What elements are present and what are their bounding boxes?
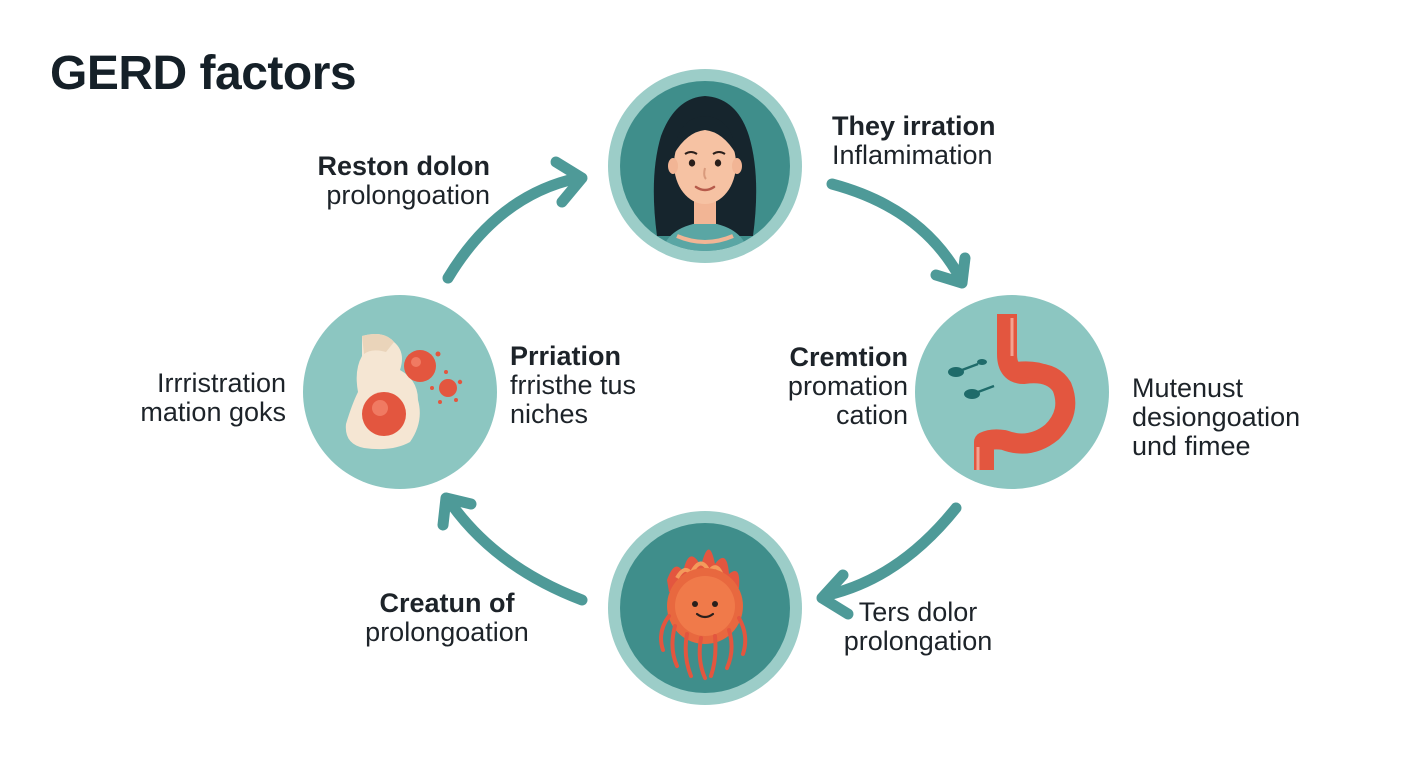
arrow-left-to-top-head [550, 156, 588, 208]
arrow-left-to-top [442, 172, 584, 284]
label-right-outer: Mutenust desiongoation und fimee [1132, 374, 1300, 461]
label-right-outer-line1: Mutenust [1132, 373, 1244, 403]
label-left-inner: Prriation frristhe tus niches [510, 342, 636, 429]
label-right-outer-line2: desiongoation [1132, 402, 1301, 432]
label-top-right-bold: They irration [832, 111, 996, 141]
label-left-outer: Irrristration mation goks [86, 369, 286, 427]
label-left-inner-line2: frristhe tus [510, 370, 637, 400]
label-right-inner: Cremtion promation cation [708, 343, 908, 430]
label-left-inner-line3: niches [510, 399, 589, 429]
label-bottom-right: Ters dolor prolongation [820, 598, 1016, 656]
label-left-outer-line1: Irrristration [156, 368, 286, 398]
label-left-outer-line2: mation goks [140, 397, 286, 427]
label-right-inner-bold: Cremtion [789, 342, 908, 372]
label-top-left-normal: prolongoation [326, 180, 490, 210]
arrow-top-to-right [826, 178, 966, 284]
arrow-bottom-to-left-head [437, 492, 477, 531]
label-left-inner-bold: Prriation [510, 341, 622, 371]
label-top-left-bold: Reston dolon [317, 151, 490, 181]
arrow-right-to-bottom-head [816, 569, 854, 620]
fire-character-icon [608, 511, 802, 705]
label-bottom-left-normal: prolongoation [365, 617, 529, 647]
label-right-inner-line3: cation [835, 400, 908, 430]
page-title: GERD factors [50, 47, 357, 100]
stomach-esophagus-icon [915, 295, 1109, 489]
arrow-top-to-right-head [930, 252, 971, 289]
label-bottom-right-line2: prolongation [843, 626, 993, 656]
tissue-cells-icon [303, 295, 497, 489]
label-right-outer-line3: und fimee [1132, 431, 1251, 461]
arrow-bottom-to-left [446, 499, 588, 606]
woman-portrait-icon [608, 69, 802, 263]
label-right-inner-line2: promation [787, 371, 908, 401]
label-top-left: Reston dolon prolongoation [230, 152, 490, 210]
label-top-right-normal: Inflamimation [832, 140, 993, 170]
label-bottom-left: Creatun of prolongoation [340, 589, 554, 647]
label-top-right: They irration Inflamimation [832, 112, 996, 170]
label-bottom-left-bold: Creatun of [379, 588, 515, 618]
label-bottom-right-line1: Ters dolor [858, 597, 978, 627]
arrow-right-to-bottom [822, 502, 962, 601]
